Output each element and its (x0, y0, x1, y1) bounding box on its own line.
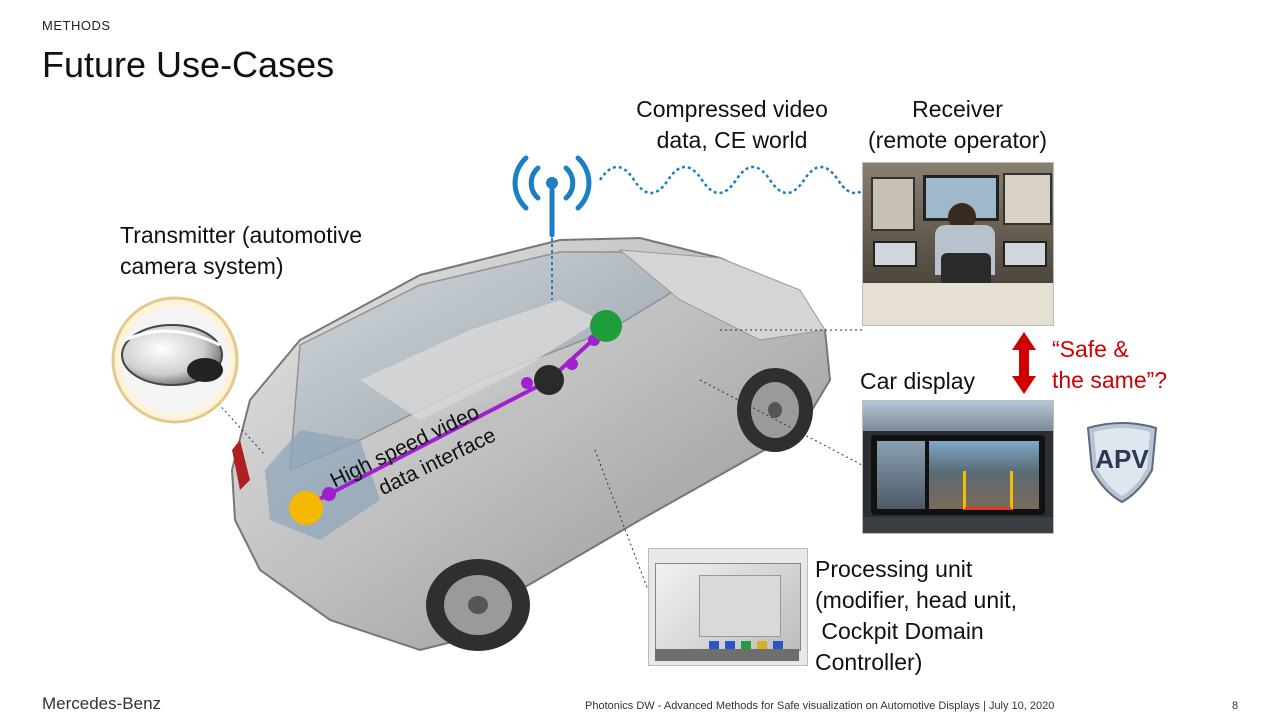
footer-text: Photonics DW - Advanced Methods for Safe… (585, 700, 1055, 712)
processing-unit-photo (648, 548, 808, 666)
safe-same-line1: “Safe & (1052, 336, 1129, 362)
slide-title: Future Use-Cases (42, 44, 335, 85)
shield-badge-icon: APV (1086, 422, 1158, 504)
compressed-video-label: Compressed video data, CE world (612, 94, 852, 156)
processing-label-line1: Processing unit (815, 556, 973, 582)
transmitter-label-line2: camera system) (120, 253, 284, 279)
badge-text: APV (1095, 444, 1149, 474)
footer-brand: Mercedes-Benz (42, 694, 162, 713)
receiver-label-line1: Receiver (912, 96, 1003, 122)
double-arrow-icon (1012, 332, 1036, 394)
receiver-label: Receiver (remote operator) (850, 94, 1065, 156)
wireless-antenna-icon (512, 155, 592, 238)
camera-thumbnail (111, 296, 239, 424)
display-node (590, 310, 622, 342)
leader-lines (214, 329, 863, 591)
processing-unit-label: Processing unit (modifier, head unit, Co… (815, 554, 1017, 678)
car-display-label: Car display (860, 368, 976, 394)
section-label: METHODS (42, 18, 111, 33)
processing-node (534, 365, 564, 395)
receiver-photo (862, 162, 1054, 326)
transmitter-label: Transmitter (automotive camera system) (120, 220, 362, 282)
wireless-wave (598, 165, 874, 195)
compressed-label-line2: data, CE world (656, 127, 808, 153)
transmitter-label-line1: Transmitter (automotive (120, 222, 362, 248)
processing-label-line3: Cockpit Domain (815, 618, 984, 644)
processing-label-line2: (modifier, head unit, (815, 587, 1018, 613)
camera-node (289, 491, 323, 525)
receiver-label-line2: (remote operator) (868, 127, 1047, 153)
page-number: 8 (1232, 700, 1239, 712)
safe-same-label: “Safe & the same”? (1052, 334, 1167, 396)
car-display-photo (862, 400, 1054, 534)
compressed-label-line1: Compressed video (636, 96, 828, 122)
processing-label-line4: Controller) (815, 649, 923, 675)
safe-same-line2: the same”? (1052, 367, 1168, 393)
